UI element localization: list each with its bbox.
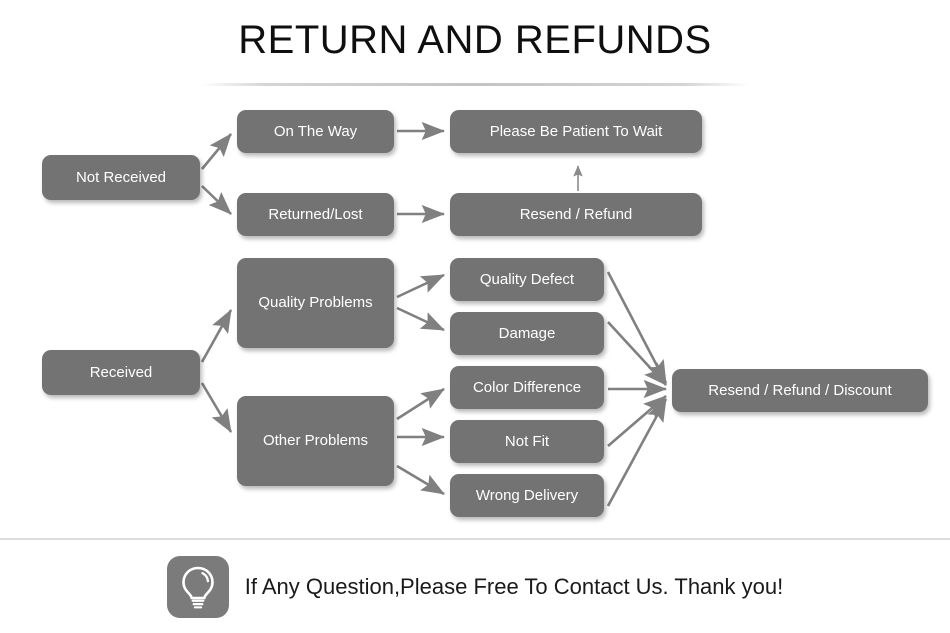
edge-quality-problems-damage [396,306,445,332]
node-returned-lost[interactable]: Returned/Lost [237,193,394,236]
edge-quality-problems-quality-defect [396,273,445,299]
node-label: On The Way [273,122,358,140]
edge-other-problems-color-difference [396,387,445,421]
node-label: Color Difference [472,378,582,396]
title-divider [200,83,750,86]
node-color-difference[interactable]: Color Difference [450,366,604,409]
edge-other-problems-wrong-delivery [396,464,445,496]
edge-not-received-returned-lost [201,185,232,215]
node-label: Resend / Refund [519,205,633,223]
node-quality-problems[interactable]: Quality Problems [237,258,394,348]
edge-wrong-delivery-outcome [606,398,668,507]
node-not-received[interactable]: Not Received [42,155,200,200]
node-please-be-patient-to-wait[interactable]: Please Be Patient To Wait [450,110,702,153]
node-label: Quality Problems [258,294,373,312]
node-label: Received [89,363,153,381]
node-label: Quality Defect [479,270,575,288]
node-received[interactable]: Received [42,350,200,395]
node-wrong-delivery[interactable]: Wrong Delivery [450,474,604,517]
node-label: Other Problems [262,432,369,450]
footer: If Any Question,Please Free To Contact U… [0,552,950,622]
footer-text: If Any Question,Please Free To Contact U… [244,574,784,599]
node-other-problems[interactable]: Other Problems [237,396,394,486]
page-title: RETURN AND REFUNDS [238,18,712,62]
node-label: Damage [498,324,556,342]
node-label: Please Be Patient To Wait [489,122,663,140]
edge-not-fit-outcome [607,395,667,447]
edge-not-received-on-the-way [200,133,233,170]
edge-damage-outcome [607,321,667,386]
edge-received-quality-problems [200,309,233,363]
node-label: Not Received [75,168,167,186]
node-label: Wrong Delivery [475,486,579,504]
node-on-the-way[interactable]: On The Way [237,110,394,153]
footer-divider [0,538,950,540]
node-label: Resend / Refund / Discount [708,381,892,399]
node-quality-defect[interactable]: Quality Defect [450,258,604,301]
lightbulb-icon [166,556,229,618]
edge-received-other-problems [200,382,233,433]
node-resend-refund[interactable]: Resend / Refund [450,193,702,236]
node-label: Not Fit [504,432,550,450]
edge-quality-defect-outcome [606,271,668,384]
node-damage[interactable]: Damage [450,312,604,355]
node-resend-refund-discount[interactable]: Resend / Refund / Discount [672,369,928,412]
lightbulb-glyph [181,566,214,609]
node-not-fit[interactable]: Not Fit [450,420,604,463]
node-label: Returned/Lost [268,205,363,223]
